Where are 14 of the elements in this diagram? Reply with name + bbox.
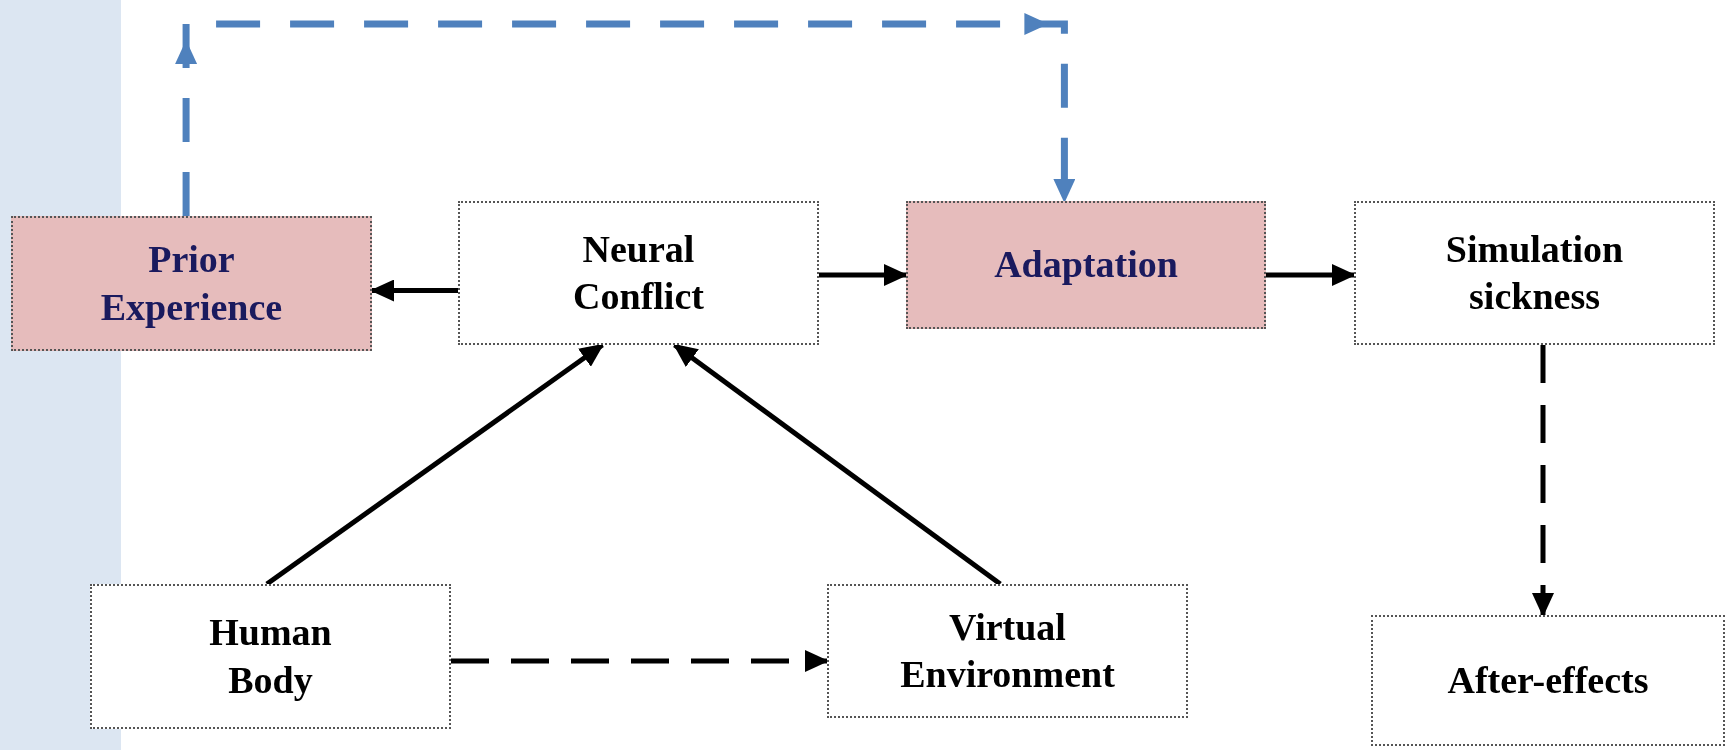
box-label: Adaptation	[994, 242, 1178, 288]
box-label: Virtual Environment	[900, 604, 1115, 697]
box-label: Simulation sickness	[1444, 226, 1625, 319]
process-box	[1371, 615, 1725, 746]
box-label: After-effects	[1447, 657, 1649, 703]
box-label: Human Body	[208, 610, 333, 703]
process-box	[906, 201, 1266, 329]
process-box	[11, 216, 372, 351]
process-box	[458, 201, 819, 345]
box-label: Prior Experience	[99, 237, 284, 330]
process-box	[1354, 201, 1715, 345]
process-box	[90, 584, 451, 729]
process-box	[827, 584, 1188, 718]
box-label: Neural Conflict	[572, 226, 705, 319]
